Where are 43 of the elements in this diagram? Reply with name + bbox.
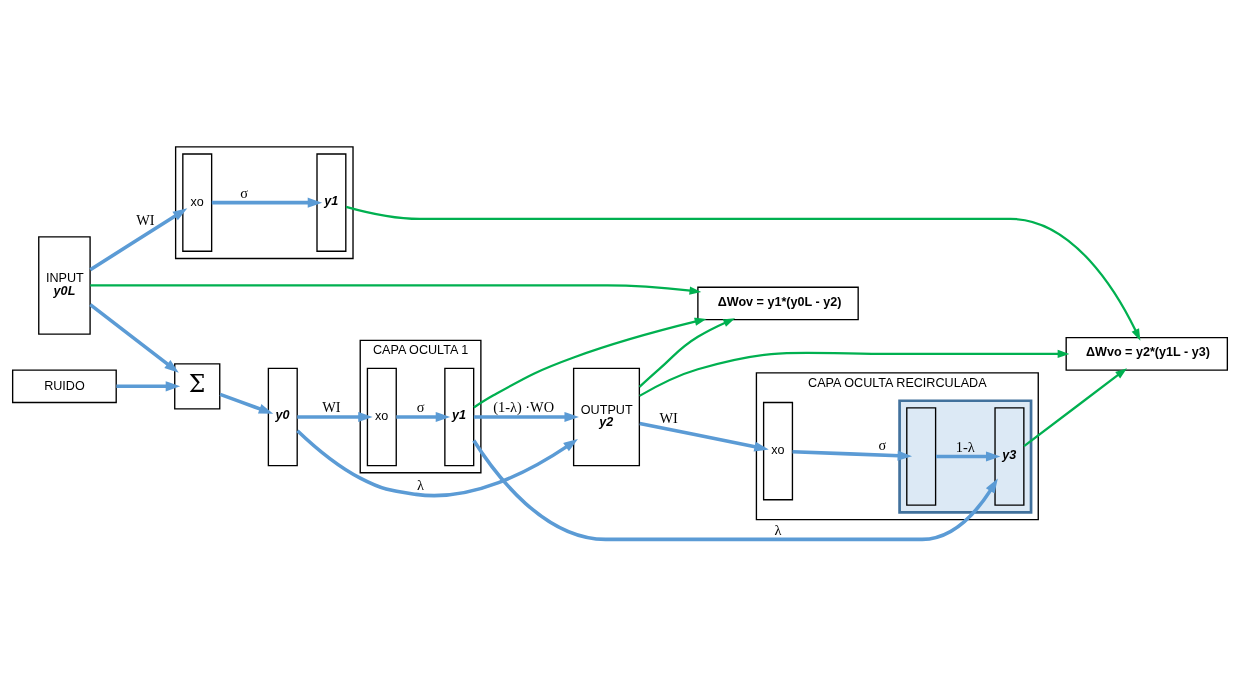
node-box: y0 <box>267 367 298 466</box>
node-box: Σ <box>174 362 221 409</box>
edge-label: (1-λ) ·WO <box>493 398 555 415</box>
arrow <box>639 349 1070 397</box>
edge-label: σ <box>240 184 248 201</box>
edge-label: WI <box>136 211 155 228</box>
arrow <box>219 392 274 414</box>
node-box: xo <box>366 367 397 466</box>
node-box: OUTPUT y2 <box>572 367 641 466</box>
node-box: ΔWov = y1*(y0L - y2) <box>697 286 859 320</box>
edge-label: 1-λ <box>955 438 975 455</box>
node-box: ΔWvo = y2*(y1L - y3) <box>1065 336 1229 371</box>
edge-label: WI <box>322 398 341 415</box>
edge-label: λ <box>774 521 782 538</box>
arrow <box>345 205 1141 341</box>
node-bar <box>906 406 937 506</box>
arrow <box>396 411 451 422</box>
arrow <box>89 207 188 271</box>
arrow <box>638 317 736 388</box>
edge-label: WI <box>659 409 678 426</box>
arrow <box>116 380 181 391</box>
arrow <box>90 283 702 295</box>
node-box: RUIDO <box>11 368 117 403</box>
arrow <box>639 421 769 452</box>
arrow <box>473 411 579 422</box>
edge-label: λ <box>417 476 425 493</box>
arrow <box>1023 367 1127 447</box>
node-box: xo <box>762 401 794 500</box>
arrow <box>297 411 373 422</box>
node-box: y3 <box>994 406 1025 506</box>
arrow <box>473 317 707 408</box>
node-box: y1 <box>316 152 347 252</box>
arrow <box>89 302 179 373</box>
node-box: xo <box>182 152 213 252</box>
arrow <box>211 197 323 208</box>
node-box: y1 <box>444 367 475 466</box>
node-box: INPUT y0L <box>38 235 91 335</box>
arrow <box>472 439 998 541</box>
arrow <box>936 451 1001 462</box>
arrow <box>296 428 578 497</box>
edge-label: σ <box>878 436 887 453</box>
arrow <box>792 449 912 461</box>
edge-label: σ <box>416 398 425 415</box>
